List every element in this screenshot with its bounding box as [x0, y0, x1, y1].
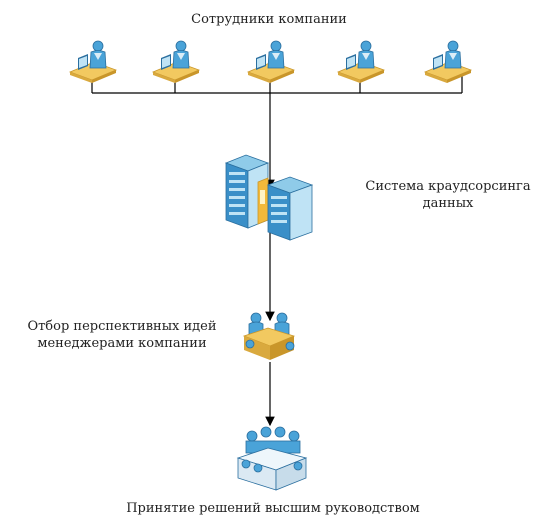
selection-label-line-2: менеджерами компании [37, 336, 207, 351]
selection-label-line-1: Отбор перспективных идей [27, 319, 217, 334]
workstation-icon-3 [247, 40, 295, 84]
decision-label: Принятие решений высшим руководством [126, 501, 420, 516]
system-label-line-2: данных [422, 196, 474, 211]
employees-label: Сотрудники компании [191, 12, 347, 27]
workstation-icon-2 [152, 40, 200, 84]
system-label-line-1: Система краудсорсинга [365, 179, 531, 194]
system-label: Система краудсорсинга данных [358, 178, 538, 212]
selection-label: Отбор перспективных идей менеджерами ком… [4, 318, 240, 352]
workstation-icon-4 [337, 40, 385, 84]
workstation-icon-5 [424, 40, 472, 84]
meeting-table-icon [242, 312, 296, 360]
workstation-icon-1 [69, 40, 117, 84]
server-rack-icon [224, 154, 314, 241]
board-meeting-icon [236, 426, 308, 491]
